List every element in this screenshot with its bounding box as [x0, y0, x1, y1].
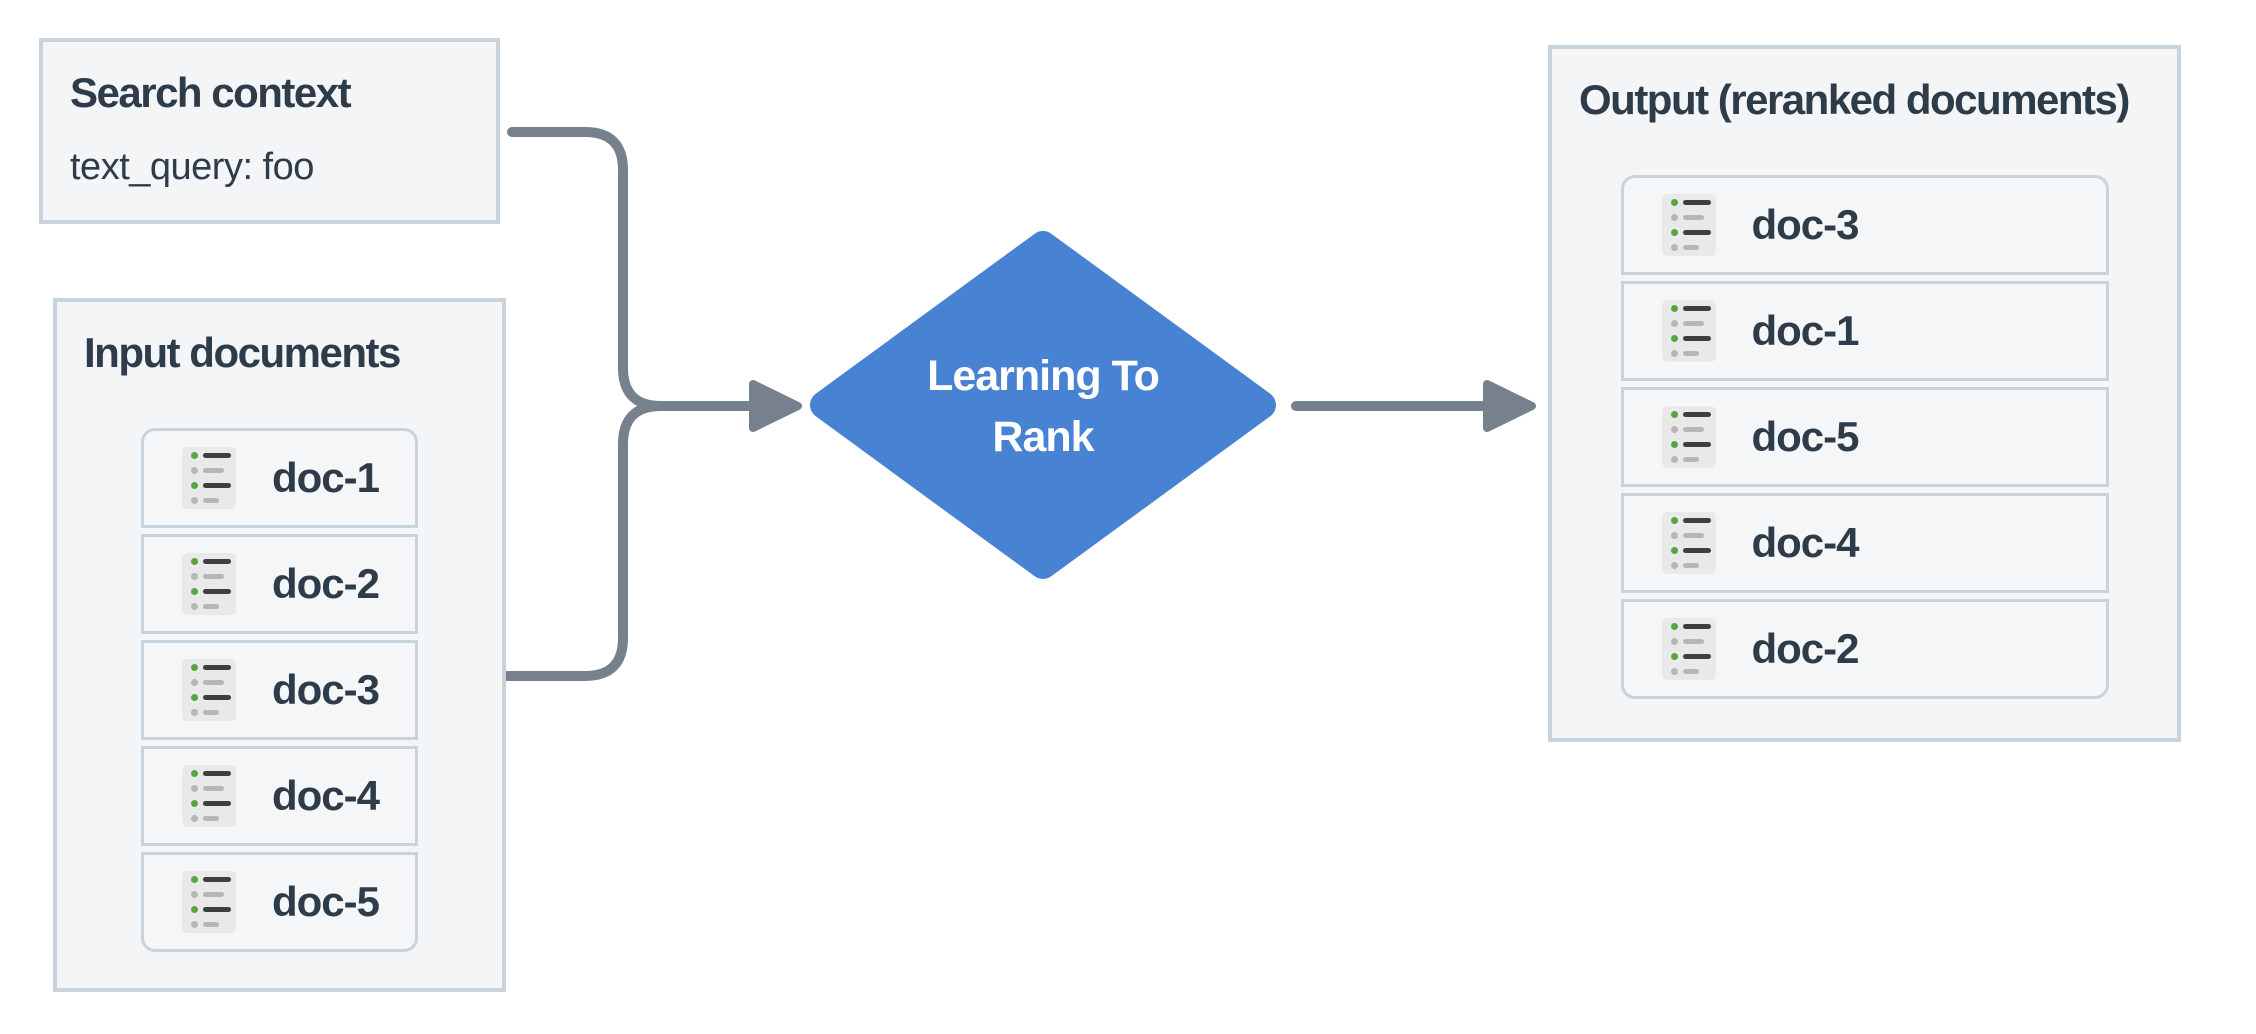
document-label: doc-4 — [1751, 519, 1860, 566]
arrowhead-into-ltr — [749, 380, 802, 432]
input-documents-title: Input documents — [84, 329, 401, 376]
arrow-input-documents-to-ltr — [501, 401, 666, 681]
input-documents-box: Input documents doc-1 — [53, 298, 506, 992]
document-label: doc-3 — [272, 666, 380, 713]
ltr-diamond-label: Learning To Rank — [868, 346, 1218, 468]
document-list-icon — [1661, 618, 1716, 680]
document-list-icon — [182, 553, 236, 615]
text-query-value: text_query: foo — [70, 146, 314, 188]
document-label: doc-2 — [1751, 625, 1860, 672]
arrowhead-into-output — [1483, 380, 1536, 432]
document-row: doc-1 — [1620, 281, 2109, 381]
output-reranked-documents-box: Output (reranked documents) doc-3 — [1548, 45, 2181, 742]
document-list-icon — [182, 871, 236, 933]
input-documents-list: doc-1 doc-2 — [141, 428, 418, 952]
document-label: doc-5 — [1751, 413, 1860, 460]
document-list-icon — [182, 765, 236, 827]
document-row: doc-2 — [141, 534, 418, 634]
output-documents-list: doc-3 doc-1 — [1620, 175, 2109, 699]
document-list-icon — [1661, 512, 1716, 574]
document-row: doc-4 — [1620, 493, 2109, 593]
document-row: doc-2 — [1620, 599, 2109, 699]
search-context-title: Search context — [70, 69, 352, 116]
document-label: doc-2 — [272, 560, 380, 607]
document-label: doc-1 — [1751, 307, 1860, 354]
document-row: doc-3 — [141, 640, 418, 740]
document-label: doc-5 — [272, 878, 380, 925]
document-row: doc-3 — [1620, 175, 2109, 275]
document-label: doc-3 — [1751, 201, 1860, 248]
ltr-label-line2: Rank — [992, 413, 1094, 461]
search-context-box: Search context text_query: foo — [39, 38, 500, 224]
output-title: Output (reranked documents) — [1579, 76, 2130, 123]
document-list-icon — [1661, 194, 1716, 256]
document-list-icon — [182, 447, 236, 509]
ltr-label-line1: Learning To — [927, 352, 1160, 400]
document-label: doc-4 — [272, 772, 380, 819]
arrow-search-context-to-ltr — [507, 127, 757, 411]
document-label: doc-1 — [272, 454, 380, 501]
document-row: doc-4 — [141, 746, 418, 846]
document-list-icon — [182, 659, 236, 721]
document-row: doc-1 — [141, 428, 418, 528]
document-row: doc-5 — [1620, 387, 2109, 487]
document-row: doc-5 — [141, 852, 418, 952]
document-list-icon — [1661, 300, 1716, 362]
document-list-icon — [1661, 406, 1716, 468]
